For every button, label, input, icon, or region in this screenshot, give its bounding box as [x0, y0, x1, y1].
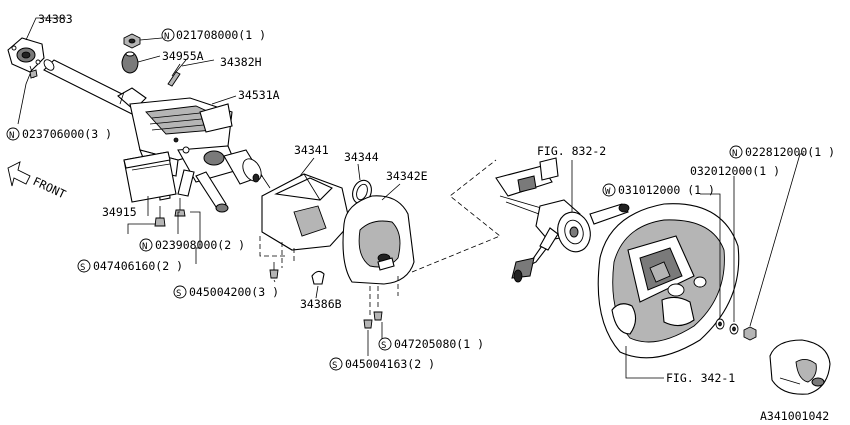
s-prefix-letter: S	[332, 361, 337, 371]
label-34915: 34915	[102, 205, 137, 219]
w-prefix-icon	[602, 183, 616, 197]
screw-047205080	[373, 311, 383, 321]
label-34531a: 34531A	[238, 88, 280, 102]
bolt-023908000	[154, 206, 166, 227]
combination-switch-assembly	[495, 157, 630, 283]
label-023908000: 023908000(2 )	[155, 238, 245, 252]
control-module-34915	[123, 151, 177, 203]
label-fig-342-1: FIG. 342-1	[666, 371, 735, 385]
screw-045004200	[269, 262, 279, 279]
s-prefix-icon	[77, 259, 91, 273]
nut-022812000	[743, 326, 757, 341]
s-prefix-icon	[378, 337, 392, 351]
label-fig-832-2: FIG. 832-2	[537, 144, 606, 158]
screw-guide-lines	[259, 159, 501, 318]
label-34386b: 34386B	[300, 297, 342, 311]
washer-032012000	[729, 323, 739, 335]
n-prefix-icon	[139, 238, 153, 252]
s-prefix-letter: S	[381, 341, 386, 351]
label-front: FRONT	[31, 174, 68, 201]
label-34342e: 34342E	[386, 169, 428, 183]
cap-34955a	[121, 51, 139, 74]
label-045004163: 045004163(2 )	[345, 357, 435, 371]
label-34382h: 34382H	[220, 55, 262, 69]
label-022812000: 022812000(1 )	[745, 145, 835, 159]
steering-column-assembly	[7, 33, 271, 227]
label-021708000: 021708000(1 )	[176, 28, 266, 42]
label-047205080: 047205080(1 )	[394, 337, 484, 351]
w-prefix-letter: W	[605, 187, 611, 197]
bolt-34382h	[167, 59, 187, 87]
label-34955a: 34955A	[162, 49, 204, 63]
lower-column-cover-34342e	[342, 195, 415, 285]
s-prefix-letter: S	[176, 289, 181, 299]
front-arrow-icon	[7, 161, 31, 187]
s-prefix-letter: S	[80, 263, 85, 273]
label-032012000: 032012000(1 )	[690, 164, 780, 178]
diagram-code: A341001042	[760, 409, 829, 423]
washer-031012000	[715, 318, 725, 330]
steering-wheel	[597, 203, 740, 359]
label-34341: 34341	[294, 143, 329, 157]
screw-045004163	[363, 319, 373, 329]
s-prefix-icon	[173, 285, 187, 299]
column-boot-34383	[7, 37, 45, 73]
n-prefix-letter: N	[142, 242, 147, 252]
clip-34386b	[311, 270, 325, 285]
n-prefix-icon	[161, 28, 175, 42]
horn-pad-cover	[769, 339, 831, 395]
label-34344: 34344	[344, 150, 379, 164]
s-prefix-icon	[329, 357, 343, 371]
bolt-047406160	[174, 198, 186, 217]
nut-021708000	[123, 33, 141, 49]
screw-023706000	[29, 65, 38, 79]
n-prefix-letter: N	[164, 32, 169, 42]
label-34383: 34383	[38, 12, 73, 26]
label-047406160: 047406160(2 )	[93, 259, 183, 273]
label-023706000: 023706000(3 )	[22, 127, 112, 141]
n-prefix-letter: N	[9, 131, 14, 141]
upper-column-cover-34341	[261, 173, 351, 251]
n-prefix-icon	[729, 145, 743, 159]
label-031012000: 031012000 (1 )	[618, 183, 715, 197]
n-prefix-letter: N	[732, 149, 737, 159]
n-prefix-icon	[6, 127, 20, 141]
leader-lines	[17, 17, 804, 385]
label-045004200: 045004200(3 )	[189, 285, 279, 299]
